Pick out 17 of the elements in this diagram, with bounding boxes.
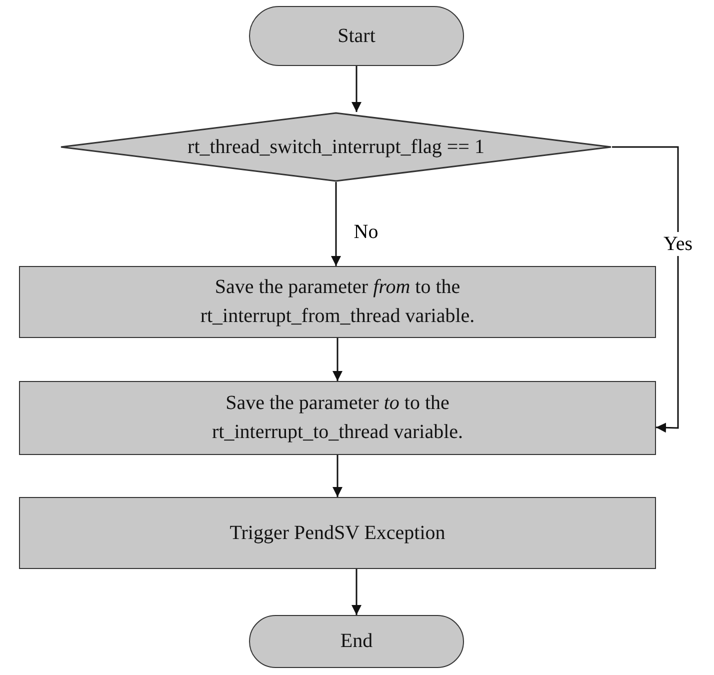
terminal-text: End bbox=[340, 629, 373, 654]
process-text: Trigger PendSV Exception bbox=[230, 520, 446, 546]
arrow bbox=[332, 338, 342, 381]
process-text: Save the parameter to to the rt_interrupt_to_thread variable. bbox=[210, 391, 464, 445]
condition-text: rt_thread_switch_interrupt_flag == 1 bbox=[188, 134, 484, 160]
process-box bbox=[19, 266, 656, 338]
arrow bbox=[331, 182, 341, 266]
arrow bbox=[612, 146, 679, 433]
terminal-box bbox=[249, 615, 464, 668]
terminal-text: Start bbox=[338, 24, 376, 48]
arrow bbox=[352, 569, 362, 615]
process-box bbox=[19, 497, 656, 569]
arrow bbox=[332, 455, 342, 497]
process-text: Save the parameter from to the rt_interrupt_from_thread variable. bbox=[199, 275, 476, 329]
process-box bbox=[19, 381, 656, 455]
edge-label: Yes bbox=[661, 232, 695, 256]
arrow bbox=[352, 66, 362, 112]
